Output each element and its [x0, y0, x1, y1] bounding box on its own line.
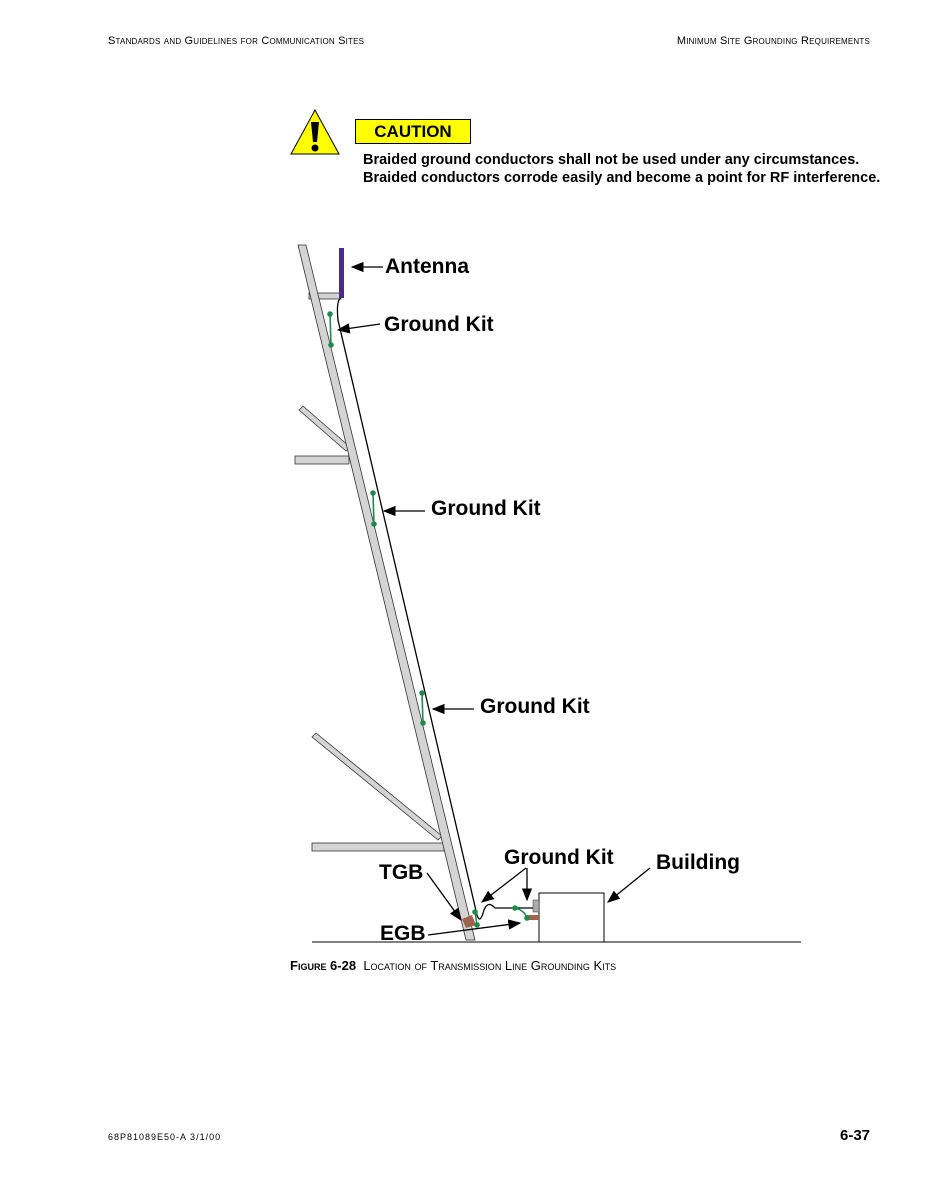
figure-caption: Figure 6-28 Location of Transmission Lin… — [290, 958, 616, 973]
tower-structure — [294, 244, 476, 941]
caution-badge: CAUTION — [355, 119, 471, 144]
label-egb: EGB — [380, 922, 426, 945]
header-left: Standards and Guidelines for Communicati… — [108, 35, 365, 47]
page-number: 6-37 — [840, 1127, 871, 1144]
tgb-bus-bar — [462, 915, 476, 928]
label-ground-kit-4: Ground Kit — [504, 846, 614, 869]
label-ground-kit-1: Ground Kit — [384, 313, 494, 336]
label-tgb: TGB — [379, 861, 423, 884]
building — [538, 892, 605, 943]
transmission-line — [336, 297, 534, 920]
caution-text: Braided ground conductors shall not be u… — [363, 152, 881, 186]
egb-bus-bar — [527, 915, 539, 920]
label-ground-kit-2: Ground Kit — [431, 497, 541, 520]
callout-arrows — [336, 261, 651, 936]
caption-title: Location of Transmission Line Grounding … — [363, 958, 617, 973]
label-ground-kit-3: Ground Kit — [480, 695, 590, 718]
warning-triangle-icon — [290, 108, 340, 155]
header-right: Minimum Site Grounding Requirements — [676, 35, 870, 47]
tower-leg — [297, 244, 476, 941]
label-antenna: Antenna — [385, 255, 469, 278]
antenna — [339, 248, 344, 298]
footer-doc-id: 68P81089E50-A 3/1/00 — [108, 1132, 222, 1142]
label-building: Building — [656, 851, 740, 874]
caption-number: Figure 6-28 — [290, 958, 357, 973]
ground-kits — [327, 311, 530, 928]
